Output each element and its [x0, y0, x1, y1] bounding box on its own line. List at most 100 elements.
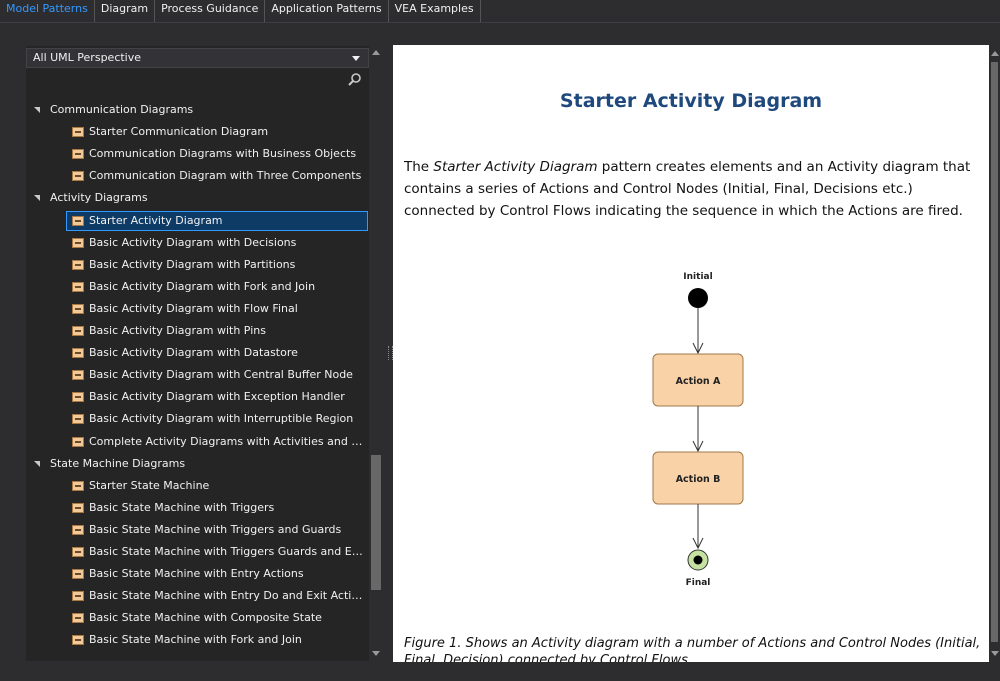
tab-process-guidance[interactable]: Process Guidance — [155, 0, 266, 22]
expand-triangle-icon[interactable] — [34, 195, 40, 202]
tree-item[interactable]: Basic State Machine with Triggers and Gu… — [26, 520, 369, 540]
figure-caption: Figure 1. Shows an Activity diagram with… — [404, 636, 981, 662]
tree-item[interactable]: Starter State Machine — [26, 476, 369, 496]
tree-item[interactable]: Basic State Machine with Fork and Join — [26, 630, 369, 650]
tree-row-label: Activity Diagrams — [50, 191, 148, 205]
status-strip — [0, 662, 1000, 681]
tree-scroll-up-icon[interactable] — [372, 50, 380, 55]
tree-row-label: Basic Activity Diagram with Flow Final — [89, 301, 298, 315]
doc-scrollbar-thumb[interactable] — [991, 62, 998, 642]
pattern-icon — [72, 259, 84, 270]
pattern-icon — [72, 348, 84, 359]
pattern-icon — [72, 127, 84, 138]
chevron-down-icon[interactable] — [352, 56, 360, 61]
pattern-icon — [72, 171, 84, 182]
tab-model-patterns[interactable]: Model Patterns — [0, 0, 95, 22]
tree-row-label: Basic Activity Diagram with Interruptibl… — [89, 412, 354, 426]
tree-item[interactable]: Starter Communication Diagram — [26, 122, 369, 142]
tree-row-label: Starter Activity Diagram — [89, 213, 223, 227]
control-flow-3-arrow — [692, 537, 704, 550]
tree-row-label: Basic Activity Diagram with Decisions — [89, 235, 297, 249]
control-flow-2-arrow — [692, 440, 704, 453]
tree-row-label: Communication Diagrams with Business Obj… — [89, 147, 357, 161]
tree-row-label: Basic Activity Diagram with Datastore — [89, 346, 298, 360]
pattern-description-panel: Starter Activity Diagram The Starter Act… — [393, 45, 989, 662]
tree-item[interactable]: Basic Activity Diagram with Fork and Joi… — [26, 277, 369, 297]
pattern-icon — [72, 635, 84, 646]
tree-scroll-down-icon[interactable] — [372, 651, 380, 656]
final-node-inner — [693, 555, 703, 565]
tree-row-label: Starter Communication Diagram — [89, 125, 269, 139]
tree-item[interactable]: Basic State Machine with Composite State — [26, 608, 369, 628]
tree-item[interactable]: Basic Activity Diagram with Pins — [26, 321, 369, 341]
doc-description: The Starter Activity Diagram pattern cre… — [404, 156, 984, 222]
perspective-dropdown[interactable]: All UML Perspective — [26, 48, 369, 68]
tree-item[interactable]: Basic Activity Diagram with Flow Final — [26, 299, 369, 319]
pattern-icon — [72, 524, 84, 535]
pattern-icon — [72, 281, 84, 292]
tree-row-label: Starter State Machine — [89, 478, 210, 492]
doc-title: Starter Activity Diagram — [559, 90, 823, 112]
pattern-icon — [72, 613, 84, 624]
tree-group[interactable]: Activity Diagrams — [26, 188, 369, 208]
tree-scrollbar-thumb[interactable] — [371, 455, 381, 590]
tree-item[interactable]: Basic State Machine with Entry Do and Ex… — [26, 586, 369, 606]
tree-row-label: Basic Activity Diagram with Central Buff… — [89, 368, 353, 382]
tree-item[interactable]: Basic State Machine with Triggers Guards… — [26, 542, 369, 562]
doc-description-suffix: pattern creates elements and an Activity… — [404, 159, 971, 219]
tree-row-label: Basic State Machine with Entry Do and Ex… — [89, 589, 365, 603]
control-flow-1-arrow — [692, 342, 704, 355]
pattern-icon — [72, 414, 84, 425]
tree-row-label: Basic State Machine with Composite State — [89, 611, 322, 625]
tree-item[interactable]: Basic State Machine with Triggers — [26, 498, 369, 518]
tree-group[interactable]: Communication Diagrams — [26, 100, 369, 120]
doc-scroll-up-icon[interactable] — [991, 51, 999, 56]
expand-triangle-icon[interactable] — [34, 107, 40, 113]
tree-item[interactable]: Communication Diagram with Three Compone… — [26, 166, 369, 186]
doc-description-prefix: The — [404, 159, 434, 175]
pattern-icon — [72, 215, 84, 226]
pattern-icon — [72, 569, 84, 580]
selection-highlight — [66, 210, 368, 231]
tree-row-label: State Machine Diagrams — [50, 456, 186, 470]
tree-row-label: Communication Diagrams — [50, 103, 194, 116]
tree-row-label: Basic State Machine with Triggers — [89, 500, 275, 514]
toolstrip — [0, 23, 1000, 41]
tree-item-selected[interactable]: Starter Activity Diagram — [26, 210, 369, 231]
perspective-dropdown-value: All UML Perspective — [33, 51, 142, 64]
doc-scroll-down-icon[interactable] — [991, 651, 999, 656]
tab-diagram[interactable]: Diagram — [95, 0, 156, 22]
find-row — [26, 70, 369, 92]
tree-item[interactable]: Basic Activity Diagram with Partitions — [26, 255, 369, 275]
tree-item[interactable]: Complete Activity Diagrams with Activiti… — [26, 432, 369, 452]
tree-row-label: Basic State Machine with Triggers and Gu… — [89, 522, 342, 536]
tree-item[interactable]: Basic State Machine with Entry Actions — [26, 564, 369, 584]
tree-item[interactable]: Basic Activity Diagram with Exception Ha… — [26, 387, 369, 407]
tab-application-patterns[interactable]: Application Patterns — [265, 0, 389, 22]
tree-row-label: Basic State Machine with Entry Actions — [89, 567, 304, 581]
action-b-label: Action B — [676, 474, 721, 485]
tab-vea-examples[interactable]: VEA Examples — [389, 0, 481, 22]
tree-row-label: Basic State Machine with Fork and Join — [89, 633, 302, 647]
action-a-label: Action A — [676, 376, 721, 387]
pattern-icon — [72, 436, 84, 447]
tree-item[interactable]: Basic Activity Diagram with Interruptibl… — [26, 409, 369, 429]
tree-group[interactable]: State Machine Diagrams — [26, 454, 369, 474]
tree-item[interactable]: Basic Activity Diagram with Decisions — [26, 233, 369, 253]
doc-scrollbar[interactable] — [989, 45, 1000, 662]
pane-splitter[interactable] — [388, 346, 393, 360]
pattern-icon — [72, 392, 84, 403]
expand-triangle-icon[interactable] — [34, 460, 40, 467]
tree-row-label: Basic Activity Diagram with Partitions — [89, 257, 296, 271]
tree-item[interactable]: Communication Diagrams with Business Obj… — [26, 144, 369, 164]
pattern-icon — [72, 591, 84, 602]
pattern-icon — [72, 326, 84, 336]
search-icon[interactable] — [347, 72, 363, 88]
tree-row-label: Communication Diagram with Three Compone… — [89, 169, 362, 183]
final-label: Final — [686, 578, 711, 588]
tree-item[interactable]: Basic Activity Diagram with Central Buff… — [26, 365, 369, 385]
pattern-icon — [72, 303, 84, 314]
tree-item[interactable]: Basic Activity Diagram with Datastore — [26, 343, 369, 363]
